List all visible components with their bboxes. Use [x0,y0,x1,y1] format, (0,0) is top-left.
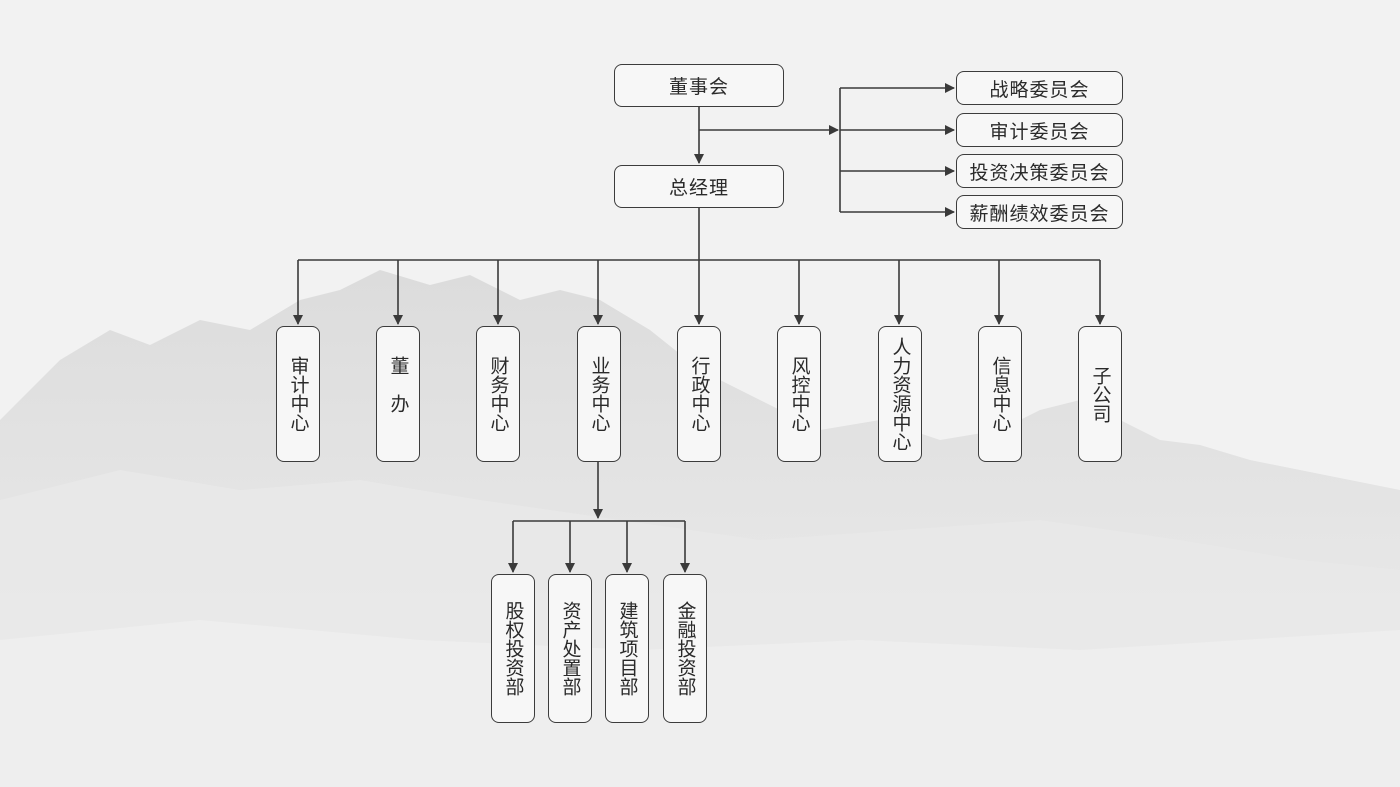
node-dept-subsidiary: 子公司 [1078,326,1122,462]
unit-label: 股权投资部 [502,601,525,696]
dept-label: 人力资源中心 [889,337,912,451]
node-dept-board-office: 董办 [376,326,420,462]
dept-label: 风控中心 [788,356,811,432]
unit-label: 金融投资部 [674,601,697,696]
node-committee-strategy: 战略委员会 [956,71,1123,105]
node-unit-construction: 建筑项目部 [605,574,649,723]
node-dept-business: 业务中心 [577,326,621,462]
unit-label: 资产处置部 [559,601,582,696]
dept-label: 审计中心 [287,356,310,432]
unit-label: 建筑项目部 [616,601,639,696]
node-unit-asset-disposal: 资产处置部 [548,574,592,723]
node-dept-audit: 审计中心 [276,326,320,462]
dept-label: 财务中心 [487,356,510,432]
node-board: 董事会 [614,64,784,107]
node-dept-it: 信息中心 [978,326,1022,462]
node-committee-audit: 审计委员会 [956,113,1123,147]
node-committee-investment: 投资决策委员会 [956,154,1123,188]
node-committee-compensation: 薪酬绩效委员会 [956,195,1123,229]
dept-label: 行政中心 [688,356,711,432]
node-dept-risk: 风控中心 [777,326,821,462]
node-dept-admin: 行政中心 [677,326,721,462]
node-unit-financial: 金融投资部 [663,574,707,723]
dept-label: 子公司 [1089,365,1112,423]
node-general-manager: 总经理 [614,165,784,208]
node-unit-equity: 股权投资部 [491,574,535,723]
dept-label: 董办 [387,356,410,432]
dept-label: 信息中心 [989,356,1012,432]
dept-label: 业务中心 [588,356,611,432]
node-dept-finance: 财务中心 [476,326,520,462]
node-dept-hr: 人力资源中心 [878,326,922,462]
